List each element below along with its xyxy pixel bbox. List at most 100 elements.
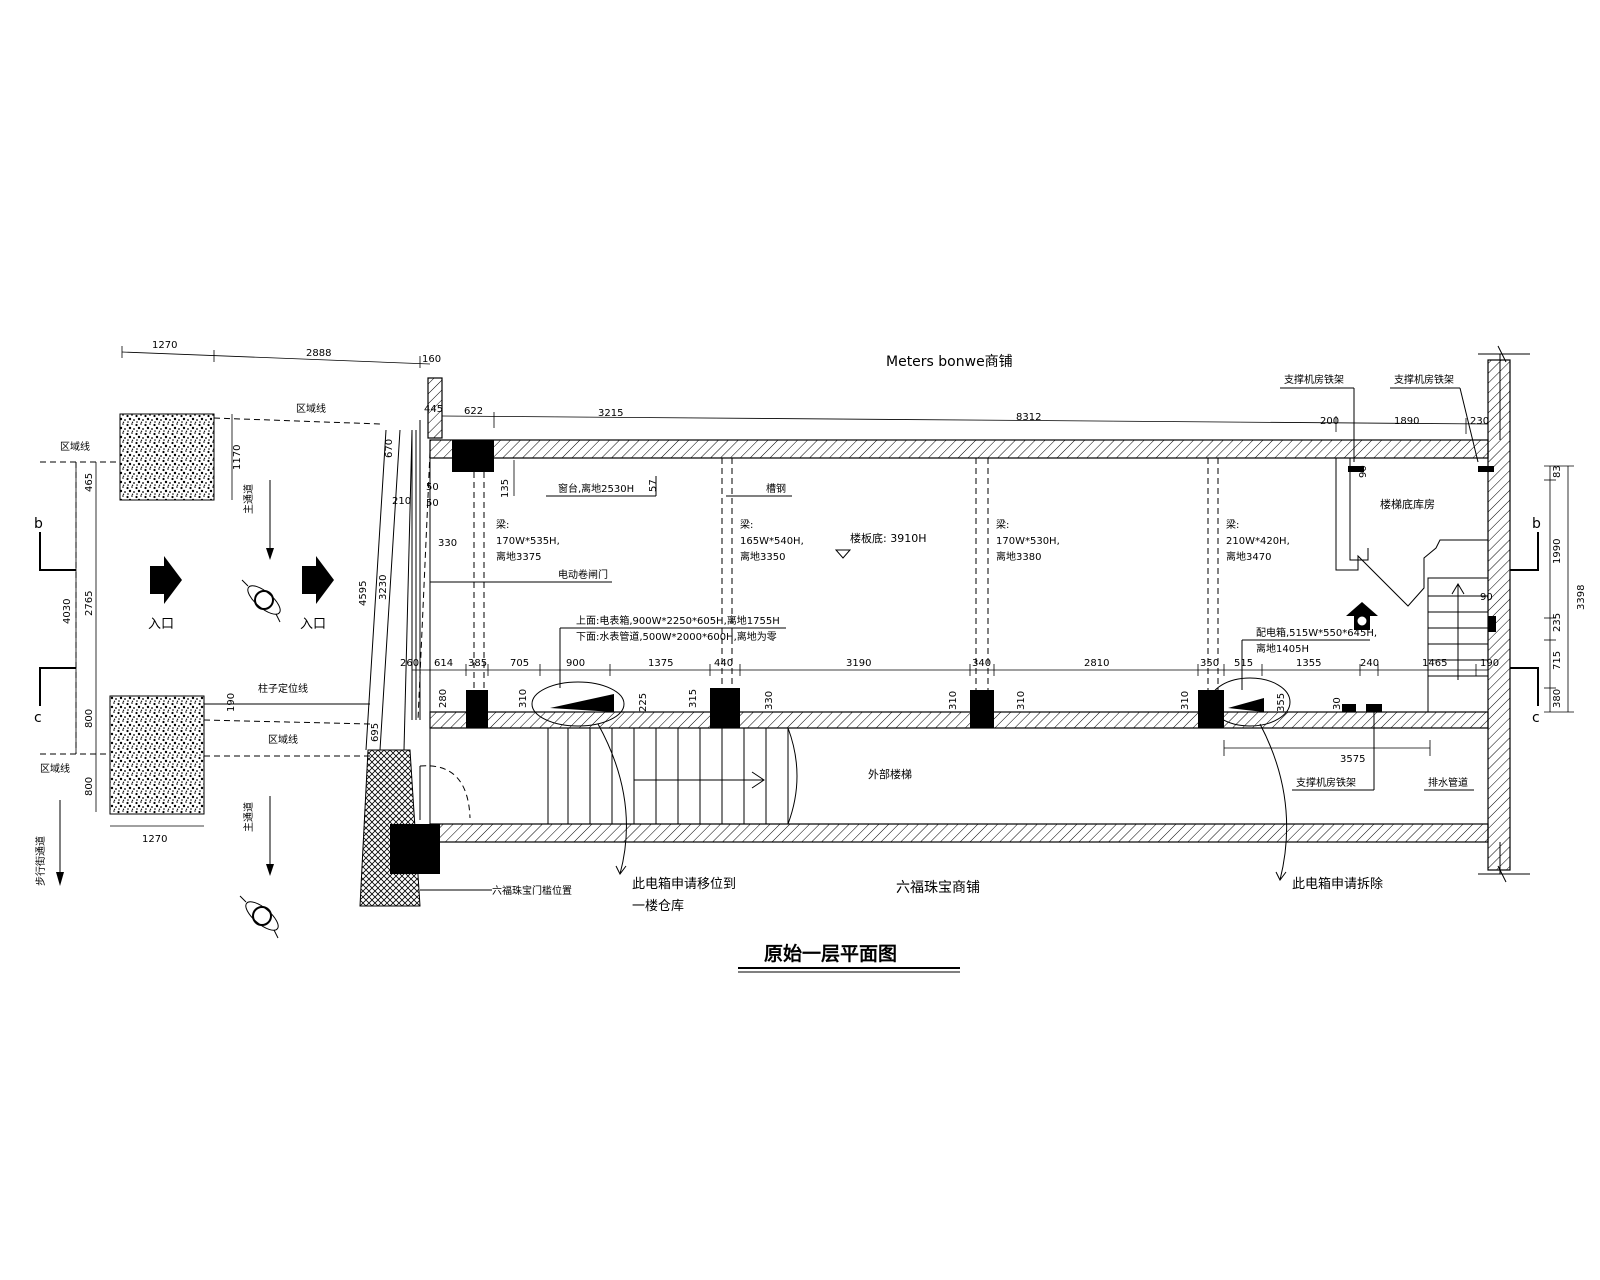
- svg-text:1270: 1270: [152, 340, 177, 351]
- main-passage-top: 主通道: [242, 480, 274, 560]
- shutter-rail: [411, 430, 417, 720]
- svg-text:离地3375: 离地3375: [496, 550, 541, 563]
- zone-line-top: [213, 417, 381, 425]
- svg-text:83: 83: [1552, 465, 1563, 478]
- svg-text:梁:: 梁:: [740, 518, 753, 531]
- svg-text:离地3380: 离地3380: [996, 550, 1041, 563]
- svg-text:190: 190: [226, 693, 237, 712]
- main-passage-label-bottom: 主通道: [242, 802, 255, 832]
- entrance-label-1: 入口: [148, 617, 174, 632]
- walkway: 步行街通道: [34, 800, 64, 886]
- svg-text:695: 695: [370, 723, 381, 742]
- entrance-arrow-1: [150, 556, 182, 604]
- column-3: [970, 690, 994, 728]
- svg-text:800: 800: [84, 777, 95, 796]
- floor-slab-label: 楼板底: 3910H: [850, 531, 926, 545]
- svg-text:2888: 2888: [306, 348, 331, 359]
- distribution-box-note-2: 离地1405H: [1256, 642, 1309, 655]
- svg-text:3190: 3190: [846, 658, 871, 669]
- door-swing: [419, 765, 471, 819]
- svg-text:260: 260: [400, 658, 419, 669]
- svg-text:515: 515: [1234, 658, 1253, 669]
- section-c-left: c: [34, 710, 42, 726]
- svg-text:800: 800: [84, 709, 95, 728]
- svg-text:330: 330: [764, 691, 775, 710]
- support-label-2: 支撑机房铁架: [1394, 373, 1454, 386]
- drain-pipe-label: 排水管道: [1428, 776, 1468, 789]
- entrance-label-2: 入口: [300, 617, 326, 632]
- svg-text:135: 135: [500, 479, 511, 498]
- luk-fook-door-label: 六福珠宝门槛位置: [492, 884, 572, 897]
- meter-box-1: [550, 694, 614, 712]
- zone-line-label-left-bottom: 区域线: [40, 762, 70, 775]
- meter-box-bottom-note: 下面:水表管道,500W*2000*600H,离地为零: [576, 630, 777, 643]
- right-wall: [1487, 359, 1511, 871]
- svg-text:310: 310: [518, 689, 529, 708]
- support-label-3: 支撑机房铁架: [1296, 776, 1356, 789]
- distribution-box-note-1: 配电箱,515W*550*645H,: [1256, 626, 1377, 639]
- external-stair: [547, 727, 798, 825]
- svg-text:225: 225: [638, 693, 649, 712]
- electric-shutter-label: 电动卷闸门: [558, 568, 608, 581]
- walkway-label: 步行街通道: [34, 836, 47, 886]
- svg-text:90: 90: [1480, 592, 1493, 603]
- svg-text:380: 380: [1552, 689, 1563, 708]
- note-move-1: 此电箱申请移位到: [632, 876, 736, 892]
- svg-text:1355: 1355: [1296, 658, 1321, 669]
- svg-text:190: 190: [1480, 658, 1499, 669]
- svg-text:200: 200: [1320, 416, 1339, 427]
- svg-text:900: 900: [566, 658, 585, 669]
- svg-text:8312: 8312: [1016, 412, 1041, 423]
- svg-text:1270: 1270: [142, 834, 167, 845]
- main-passage-label-top: 主通道: [242, 484, 255, 514]
- channel-steel-label: 槽钢: [766, 482, 786, 495]
- page-title: 原始一层平面图: [764, 942, 897, 965]
- column-top-left: [452, 440, 494, 472]
- zone-line-label-top: 区域线: [296, 402, 326, 415]
- column-2: [710, 688, 740, 728]
- svg-text:离地3350: 离地3350: [740, 550, 785, 563]
- svg-text:1990: 1990: [1552, 539, 1563, 564]
- neighbor-bottom: 六福珠宝商铺: [896, 880, 980, 896]
- svg-text:210W*420H,: 210W*420H,: [1226, 536, 1290, 547]
- svg-text:670: 670: [384, 439, 395, 458]
- support-label-1: 支撑机房铁架: [1284, 373, 1344, 386]
- meter-box-top-note: 上面:电表箱,900W*2250*605H,离地1755H: [576, 614, 780, 627]
- svg-text:30: 30: [1332, 697, 1343, 710]
- svg-text:330: 330: [438, 538, 457, 549]
- stair-room-label: 楼梯底库房: [1380, 497, 1435, 511]
- svg-text:715: 715: [1552, 651, 1563, 670]
- svg-text:465: 465: [84, 473, 95, 492]
- svg-text:50: 50: [426, 498, 439, 509]
- svg-text:210: 210: [392, 496, 411, 507]
- svg-text:1375: 1375: [648, 658, 673, 669]
- entrance-arrow-2: [302, 556, 334, 604]
- facade-small-wall: [427, 377, 443, 439]
- svg-text:4030: 4030: [62, 599, 73, 624]
- svg-text:240: 240: [1360, 658, 1379, 669]
- svg-text:445: 445: [424, 404, 443, 415]
- person-figure-icon: [239, 895, 279, 939]
- svg-text:230: 230: [1470, 416, 1489, 427]
- person-figure-icon: [241, 579, 281, 623]
- svg-text:1890: 1890: [1394, 416, 1419, 427]
- svg-text:梁:: 梁:: [1226, 518, 1239, 531]
- bottom-wall: [429, 823, 1489, 843]
- section-b-right: b: [1532, 516, 1541, 532]
- svg-text:355: 355: [1276, 693, 1287, 712]
- pillar-line-label: 柱子定位线: [258, 682, 308, 695]
- main-passage-bottom: 主通道: [242, 796, 274, 876]
- note-move-2: 一楼仓库: [632, 898, 684, 914]
- svg-text:57: 57: [648, 479, 659, 492]
- stair-room-outline: [1335, 458, 1488, 607]
- zone-line-label-left-top: 区域线: [60, 440, 90, 453]
- up-arrow-icon: [1346, 602, 1378, 630]
- svg-text:315: 315: [688, 689, 699, 708]
- svg-text:350: 350: [1200, 658, 1219, 669]
- svg-text:705: 705: [510, 658, 529, 669]
- svg-text:3215: 3215: [598, 408, 623, 419]
- svg-text:170W*535H,: 170W*535H,: [496, 536, 560, 547]
- window-sill-label: 窗台,离地2530H: [558, 482, 634, 495]
- svg-text:2765: 2765: [84, 591, 95, 616]
